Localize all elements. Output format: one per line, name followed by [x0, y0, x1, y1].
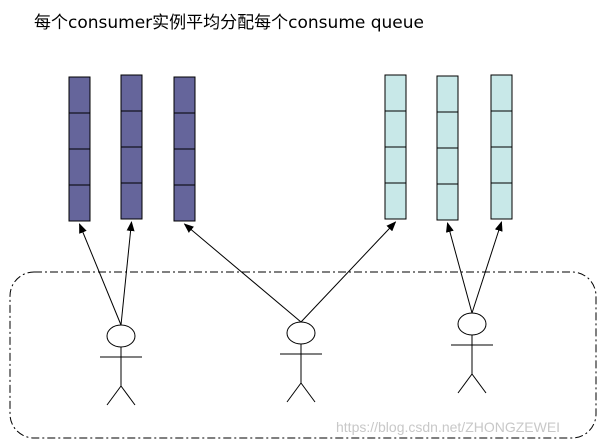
arrows-layer — [79, 221, 503, 326]
consumer-left-leg — [106, 385, 122, 406]
consumer-group-boundary — [9, 271, 597, 439]
consumer-2 — [280, 321, 322, 403]
assignment-arrow — [120, 221, 135, 326]
consumer-head — [106, 324, 136, 348]
assignment-arrow — [300, 221, 397, 323]
assignment-arrow — [446, 222, 473, 314]
consumer-left-leg — [457, 373, 473, 394]
diagram-title: 每个consumer实例平均分配每个consume queue — [34, 13, 424, 33]
watermark-text: https://blog.csdn.net/ZHONGZEWEI — [336, 419, 561, 435]
queue-3 — [173, 76, 196, 222]
consumer-1 — [100, 324, 142, 406]
queue-2 — [120, 74, 143, 220]
consumer-head — [457, 312, 487, 336]
consumer-right-leg — [120, 385, 136, 406]
consumer-left-leg — [286, 382, 302, 403]
queue-6 — [490, 74, 513, 220]
consumer-3 — [451, 312, 493, 394]
assignment-arrow — [183, 223, 302, 323]
consumer-head — [286, 321, 316, 345]
consumer-right-leg — [300, 382, 316, 403]
queue-4 — [384, 74, 407, 220]
queue-5 — [436, 75, 459, 221]
assignment-arrow — [79, 223, 122, 326]
queue-1 — [68, 76, 91, 222]
consumers-layer — [100, 312, 493, 406]
queues-layer — [68, 74, 513, 222]
consumer-right-leg — [471, 373, 487, 394]
assignment-arrow — [471, 221, 503, 314]
